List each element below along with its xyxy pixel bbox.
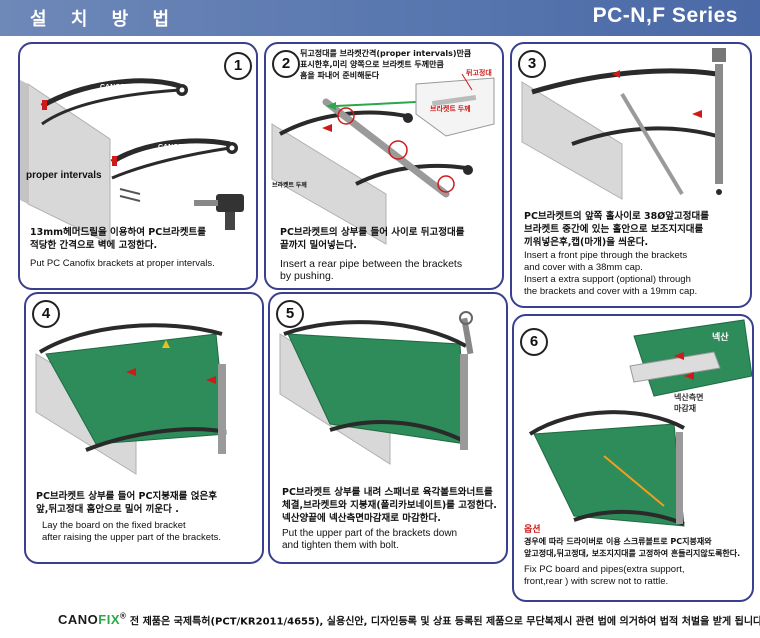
header-bar: 설 치 방 법 PC-N,F Series: [0, 0, 760, 36]
step-4-panel: 4 PC브라켓트 상부를 들어 PC지붕재를 얹은후 앞,뒤고정대 홈안으로 밀…: [24, 292, 264, 564]
bracket-logo: CANOFIX: [100, 84, 132, 91]
step-1-panel: 1 CANOFIX CANOFIX proper intervals 13mm헤…: [18, 42, 258, 290]
step-5-illustration: [279, 311, 474, 465]
side-trim-tag: 넥산측면 마감재: [674, 393, 704, 413]
step-eng-text: Insert a rear pipe between the brackets …: [280, 258, 463, 282]
step-number: 1: [224, 52, 252, 80]
intervals-label: proper intervals: [26, 170, 102, 181]
footer-notice: CANOFIX® 전 제품은 국제특허(PCT/KR2011/4655), 실용…: [58, 612, 760, 627]
step-eng-text: Put PC Canofix brackets at proper interv…: [30, 258, 215, 269]
step-number: 6: [520, 328, 548, 356]
step-kor-text: 13mm헤머드릴을 이용하여 PC브라켓트를 적당한 간격으로 벽에 고정한다.: [30, 227, 206, 251]
step-eng-text: Put the upper part of the brackets down …: [282, 528, 458, 551]
bracket-logo-2: CANOFIX: [158, 144, 190, 151]
callout-thickness: 브라켓트 두께: [430, 106, 471, 113]
small-label: 브라켓트 두께: [272, 183, 307, 189]
step-3-panel: 3 PC브라켓트의 앞쪽 홀사이로 38Ø앞고정대를 브라켓트 중간에 있는 홀…: [510, 42, 752, 308]
step-number: 5: [276, 300, 304, 328]
step-5-panel: 5 PC브라켓트 상부를 내려 스패너로 육각볼트와너트를 체결,브라켓트와 지…: [268, 292, 508, 564]
copyright-text: 전 제품은 국제특허(PCT/KR2011/4655), 실용신안, 디자인등록…: [126, 616, 760, 628]
step-6-illustration: [528, 319, 752, 527]
step-eng-text: Insert a front pipe through the brackets…: [524, 250, 698, 297]
step-number: 3: [518, 50, 546, 78]
step-kor-text: PC브라켓트의 앞쪽 홀사이로 38Ø앞고정대를 브라켓트 중간에 있는 홀안으…: [524, 211, 709, 248]
step-kor-text: PC브라켓트 상부를 들어 PC지붕재를 얹은후 앞,뒤고정대 홈안으로 밀어 …: [36, 491, 217, 515]
step-kor-text: PC브라켓트의 상부를 들어 사이로 뒤고정대를 끝까지 밀어넣는다.: [280, 227, 465, 251]
step-3-illustration: [521, 48, 726, 200]
step-6-panel: 6 넥산 넥산측면 마감재 옵션 경우에 따라 드라이버로 이용 스크류볼트로 …: [512, 314, 754, 602]
series-title: PC-N,F Series: [592, 4, 738, 27]
option-label: 옵션: [524, 525, 541, 535]
step-kor-text: 경우에 따라 드라이버로 이용 스크류볼트로 PC지붕재와 앞고정대,뒤고정대,…: [524, 537, 741, 558]
step-4-illustration: [35, 323, 227, 475]
page-title: 설 치 방 법: [30, 9, 179, 30]
step-2-panel: 2 뒤고정대를 브라켓간격(proper intervals)만큼 표시한후,미…: [264, 42, 504, 290]
step-note: 뒤고정대를 브라켓간격(proper intervals)만큼 표시한후,미리 …: [300, 49, 472, 80]
step-1-illustration: [20, 78, 244, 245]
step-number: 2: [272, 50, 300, 78]
step-2-illustration: [271, 73, 495, 245]
step-number: 4: [32, 300, 60, 328]
callout-rear-pipe: 뒤고정대: [466, 70, 492, 77]
step-eng-text: Lay the board on the fixed bracket after…: [42, 520, 222, 543]
step-eng-text: Fix PC board and pipes(extra support, fr…: [524, 564, 685, 587]
brand-logo: CANOFIX®: [58, 612, 127, 628]
step-kor-text: PC브라켓트 상부를 내려 스패너로 육각볼트와너트를 체결,브라켓트와 지붕재…: [282, 487, 497, 524]
nexan-tag: 넥산: [712, 332, 729, 342]
